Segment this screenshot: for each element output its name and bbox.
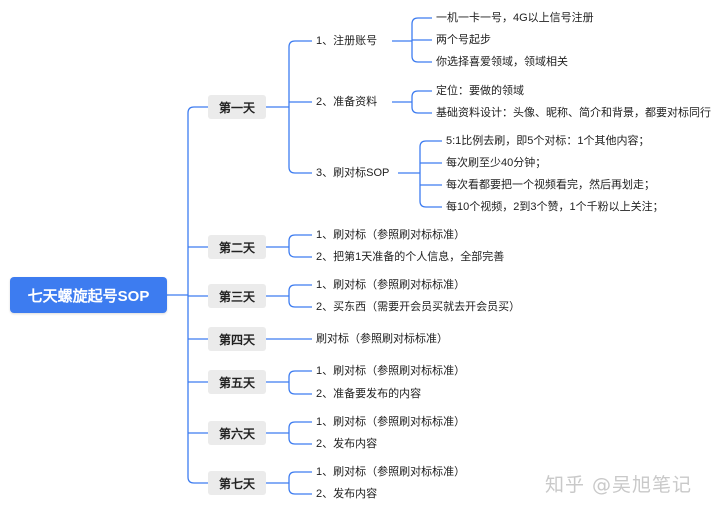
connector-44 xyxy=(288,421,312,429)
connector-17 xyxy=(411,55,432,63)
day2-item-1[interactable]: 1、刷对标（参照刷对标标准） xyxy=(316,229,466,241)
day-node-4[interactable]: 第四天 xyxy=(208,327,266,351)
root-node[interactable]: 七天螺旋起号SOP xyxy=(10,277,167,313)
day1-item-3-leaf-1[interactable]: 5:1比例去刷，即5个对标：1个其他内容； xyxy=(446,135,650,147)
day6-item-1[interactable]: 1、刷对标（参照刷对标标准） xyxy=(316,416,466,428)
day5-item-1[interactable]: 1、刷对标（参照刷对标标准） xyxy=(316,365,466,377)
day-node-2[interactable]: 第二天 xyxy=(208,235,266,259)
day-node-6[interactable]: 第六天 xyxy=(208,421,266,445)
connector-35 xyxy=(288,300,312,308)
connector-10 xyxy=(288,40,312,48)
day1-item-2[interactable]: 2、准备资料 xyxy=(316,96,378,108)
day1-item-2-leaf-1[interactable]: 定位：要做的领域 xyxy=(436,85,524,97)
day1-item-1-leaf-3[interactable]: 你选择喜爱领域，领域相关 xyxy=(436,56,568,68)
day-node-7[interactable]: 第七天 xyxy=(208,471,266,495)
day3-item-1[interactable]: 1、刷对标（参照刷对标标准） xyxy=(316,279,466,291)
day7-item-1[interactable]: 1、刷对标（参照刷对标标准） xyxy=(316,466,466,478)
day1-item-3[interactable]: 3、刷对标SOP xyxy=(316,167,390,179)
connector-30 xyxy=(288,234,312,242)
day5-item-2[interactable]: 2、准备要发布的内容 xyxy=(316,388,422,400)
day1-item-3-leaf-4[interactable]: 每10个视频，2到3个赞，1个千粉以上关注； xyxy=(446,201,664,213)
day6-item-2[interactable]: 2、发布内容 xyxy=(316,438,378,450)
connector-20 xyxy=(411,90,432,98)
connector-31 xyxy=(288,250,312,258)
watermark: 知乎 @吴旭笔记 xyxy=(545,474,693,496)
day1-item-3-leaf-2[interactable]: 每次刷至少40分钟； xyxy=(446,157,547,169)
connector-7 xyxy=(187,476,208,484)
connector-1 xyxy=(187,106,208,114)
day1-item-1[interactable]: 1、注册账号 xyxy=(316,35,378,47)
connector-34 xyxy=(288,284,312,292)
day3-item-2[interactable]: 2、买东西（需要开会员买就去开会员买） xyxy=(316,301,521,313)
connector-15 xyxy=(411,17,432,25)
day1-item-2-leaf-2[interactable]: 基础资料设计：头像、昵称、简介和背景，都要对标同行 xyxy=(436,107,711,119)
connector-27 xyxy=(419,200,442,208)
connector-40 xyxy=(288,370,312,378)
connector-45 xyxy=(288,437,312,445)
day1-item-3-leaf-3[interactable]: 每次看都要把一个视频看完，然后再划走； xyxy=(446,179,655,191)
connector-41 xyxy=(288,387,312,395)
day2-item-2[interactable]: 2、把第1天准备的个人信息，全部完善 xyxy=(316,251,505,263)
connector-12 xyxy=(288,166,312,174)
connector-49 xyxy=(288,487,312,495)
day1-item-1-leaf-2[interactable]: 两个号起步 xyxy=(436,34,491,46)
connector-48 xyxy=(288,471,312,479)
day1-item-1-leaf-1[interactable]: 一机一卡一号，4G以上信号注册 xyxy=(436,12,594,24)
connector-21 xyxy=(411,106,432,114)
day-node-5[interactable]: 第五天 xyxy=(208,370,266,394)
day-node-3[interactable]: 第三天 xyxy=(208,284,266,308)
day4-item-1[interactable]: 刷对标（参照刷对标标准） xyxy=(316,333,448,345)
connector-24 xyxy=(419,140,442,148)
day-node-1[interactable]: 第一天 xyxy=(208,95,266,119)
day7-item-2[interactable]: 2、发布内容 xyxy=(316,488,378,500)
